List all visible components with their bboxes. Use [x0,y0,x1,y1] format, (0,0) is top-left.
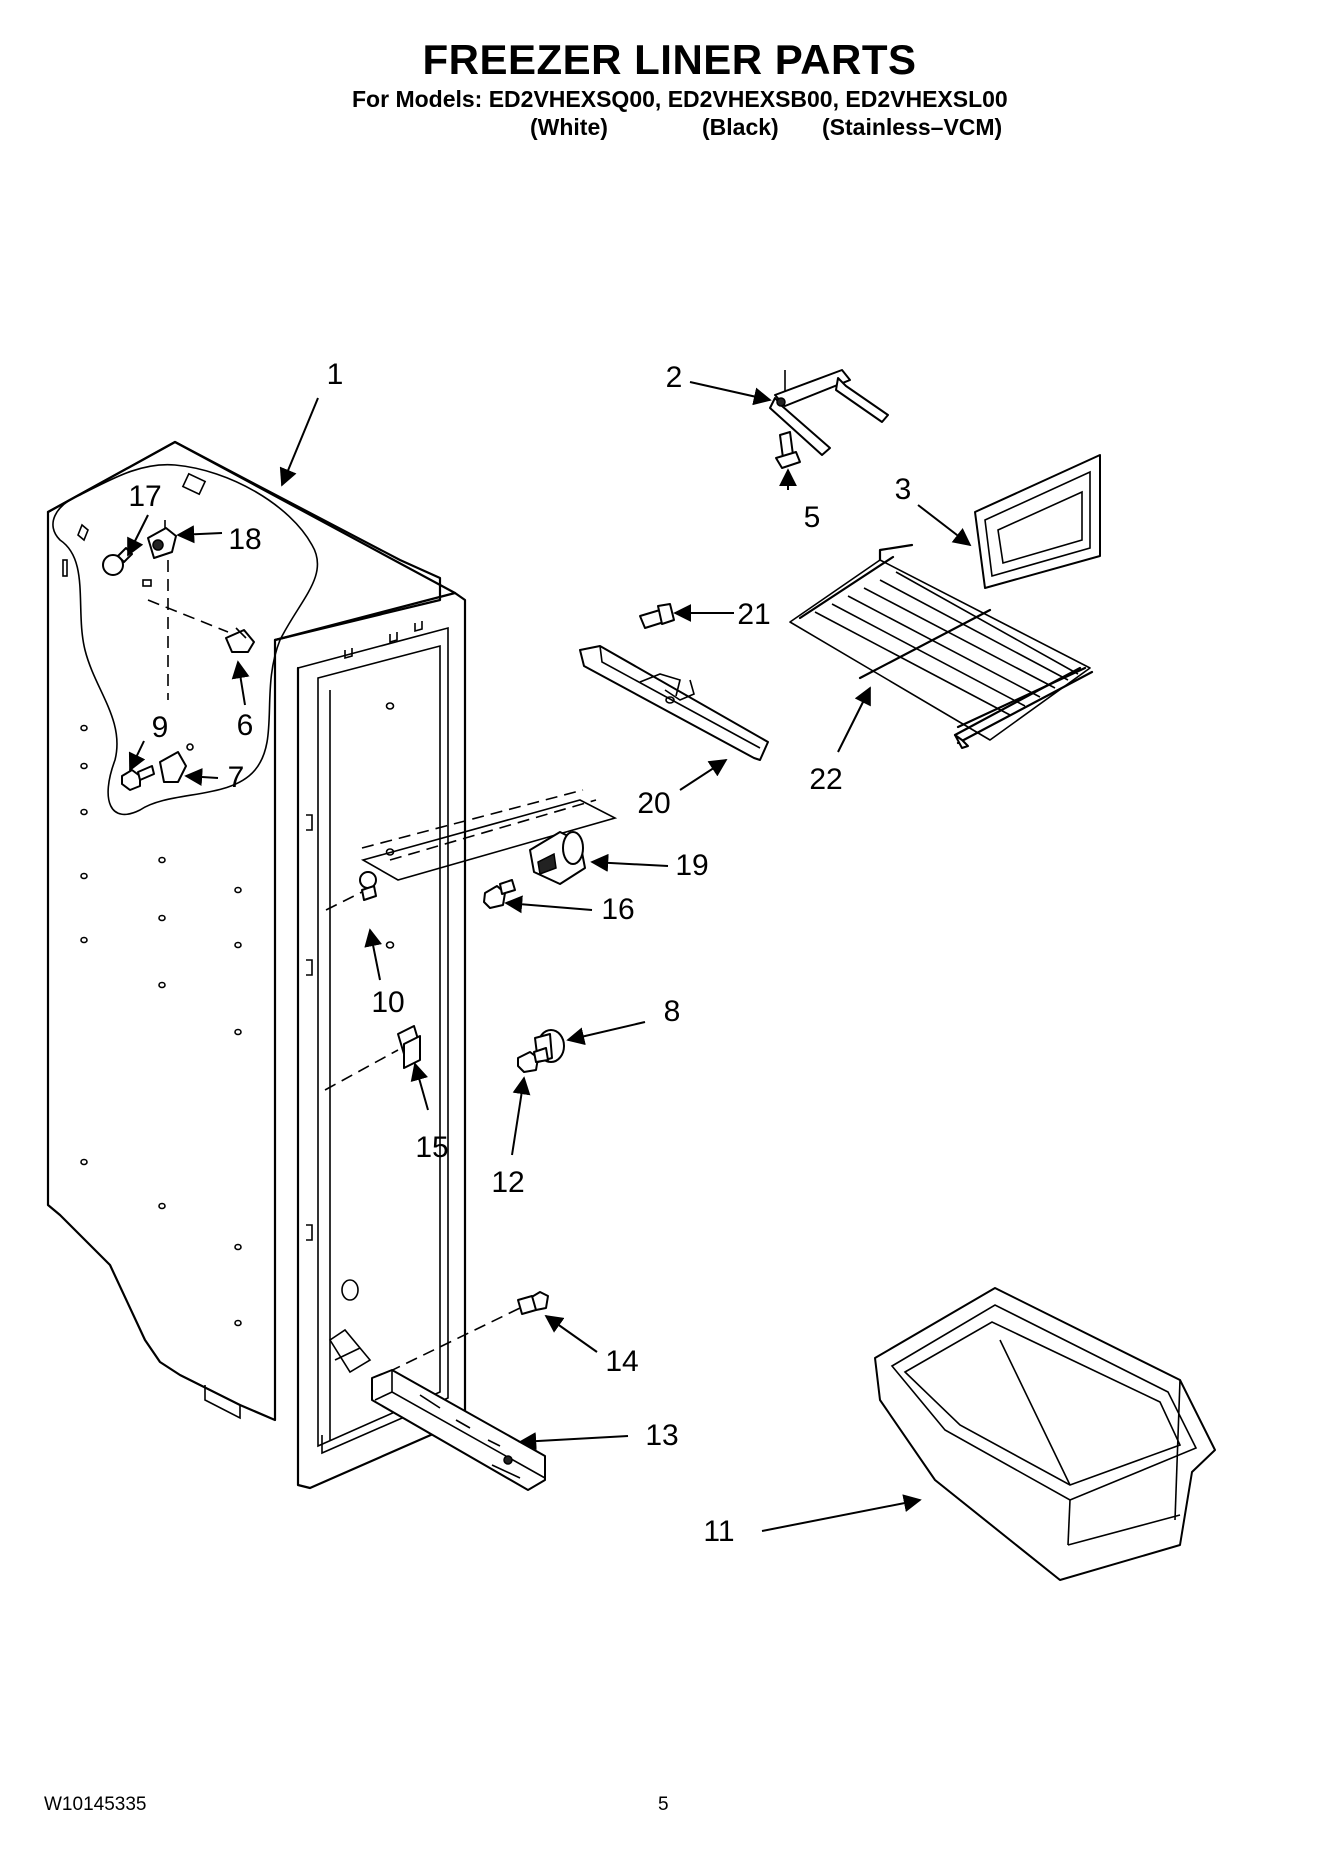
door-switch [397,1025,421,1069]
variant-white: (White) [530,114,608,140]
light-clip [225,627,255,653]
callout-15: 15 [415,1131,449,1164]
variant-black: (Black) [702,114,779,140]
callout-21: 21 [737,598,771,631]
model-list: For Models: ED2VHEXSQ00, ED2VHEXSB00, ED… [352,86,1008,112]
callout-14: 14 [605,1345,639,1378]
wire-shelf [789,543,1094,749]
page-number: 5 [658,1794,669,1815]
housing-screw [483,879,516,909]
sensor-bracket [159,743,194,783]
roller-screw [517,1047,549,1073]
callout-16: 16 [601,893,635,926]
callout-10: 10 [371,986,405,1019]
callout-19: 19 [675,849,709,882]
callout-22: 22 [809,763,843,796]
cover-screw [517,1291,549,1315]
leader-lines [127,381,972,1532]
shelf-support-screw [639,603,675,629]
light-bulb [102,547,133,576]
document-number: W10145335 [44,1794,147,1815]
callout-8: 8 [663,995,681,1028]
shelf-support-rail [579,645,769,761]
bracket-screw [121,765,155,791]
thermistor-housing [529,831,586,885]
bottom-cover [371,1369,546,1491]
callout-11: 11 [703,1515,735,1548]
shelf-bracket [769,369,889,456]
callout-2: 2 [665,361,683,394]
callout-13: 13 [645,1419,679,1452]
variant-stainless: (Stainless–VCM) [822,114,1003,140]
callout-6: 6 [236,709,254,742]
bracket-screw-5 [775,431,801,469]
callout-3: 3 [894,473,912,506]
callout-17: 17 [128,480,162,513]
ice-bin [874,1287,1216,1581]
callout-1: 1 [326,358,344,391]
freezer-liner [46,440,467,1490]
callout-7: 7 [227,761,245,794]
liner-plug [359,871,377,901]
callout-18: 18 [228,523,262,556]
liner-holes [80,702,395,1327]
callout-9: 9 [151,711,169,744]
callout-5: 5 [803,501,821,534]
callout-12: 12 [491,1166,525,1199]
callout-20: 20 [637,787,671,820]
light-socket [147,520,177,559]
shelf-trim [974,454,1101,589]
page-title: FREEZER LINER PARTS [422,36,917,83]
